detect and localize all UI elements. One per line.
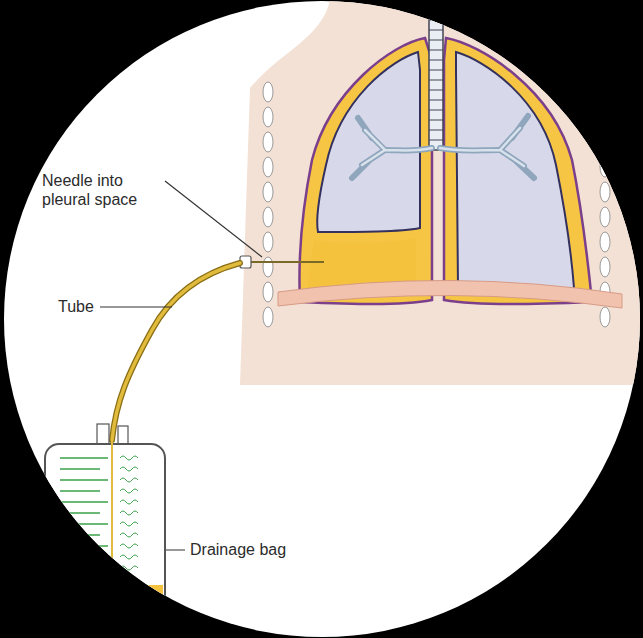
trachea: [429, 4, 443, 150]
bag-port: [97, 424, 109, 446]
part-label: Needle into pleural space: [42, 171, 160, 209]
shoulder-line: [540, 0, 625, 80]
tube: [112, 263, 240, 440]
pleura-right: [300, 38, 433, 304]
pleura-left: [444, 38, 592, 304]
bag-inner-tube: [111, 440, 113, 590]
part-label: Tube: [58, 297, 94, 316]
bag-graduations: [60, 456, 138, 592]
drainage-bag: [45, 444, 165, 638]
diaphragm: [278, 280, 622, 308]
tube-outline: [112, 263, 240, 440]
leader-lines: [100, 181, 262, 550]
torso: [240, 0, 643, 385]
drained-fluid: [47, 585, 163, 638]
lung-left: [456, 52, 574, 290]
trachea-rings: [429, 10, 443, 140]
needle: [250, 261, 324, 263]
part-label: Drainage bag: [190, 540, 286, 559]
lung-right: [317, 52, 420, 232]
bronchi: [352, 116, 534, 178]
